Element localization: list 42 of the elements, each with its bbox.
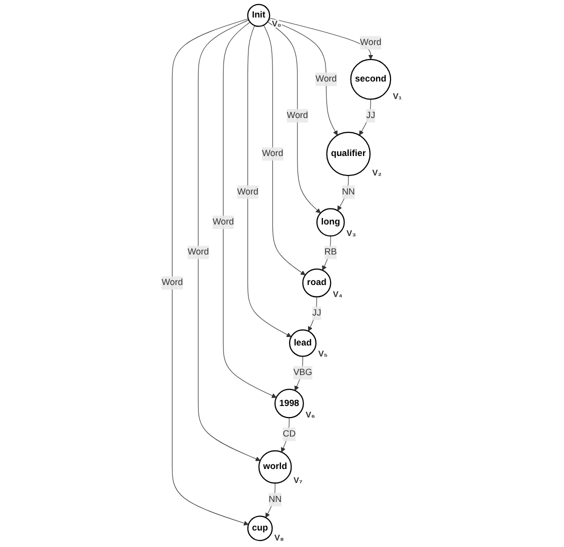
node-circle: cup [247,516,273,542]
vertex-label: V₂ [372,168,382,178]
node-circle: lead [289,329,317,357]
vertex-label: V₆ [306,410,316,420]
arrow [267,21,321,214]
arrow [294,356,304,391]
edge-label: Word [286,110,308,120]
edge-label: Word [262,148,284,158]
arrow [263,24,306,276]
vertex-label: V₄ [332,288,343,299]
node-circle: road [302,268,332,298]
edge-label: Word [360,38,382,48]
vertex-label: V₅ [318,348,328,358]
node-circle: Init [247,4,270,27]
edge-label: VBG [293,368,312,378]
edge-label: Word [212,217,234,227]
vertex-label: V₃ [346,228,356,238]
node-circle: world [258,450,292,484]
arrow [280,417,290,452]
vertex-label: V₈ [274,532,284,543]
vertex-label: V₇ [294,475,302,486]
edge-label: RB [324,247,337,257]
arrow [269,18,374,60]
edge-label: NN [268,494,282,504]
arrow [172,18,249,526]
edge-label: CD [282,429,296,439]
arrow [198,20,260,462]
arrow [247,25,292,338]
edge-label: NN [342,187,355,197]
arrow [268,19,338,136]
edge-label: Word [162,278,183,288]
vertex-label: V₁ [392,91,402,102]
edge-label: JJ [312,308,322,318]
edge-label: Word [316,74,337,84]
edge-label: JJ [366,110,376,120]
edge-label: Word [237,187,258,197]
node-circle: second [350,58,392,100]
node-circle: qualifier [326,132,371,176]
node-circle: long [316,208,345,237]
arrow [222,22,277,398]
edge-label: Word [188,247,209,257]
node-circle: 1998 [274,388,304,418]
